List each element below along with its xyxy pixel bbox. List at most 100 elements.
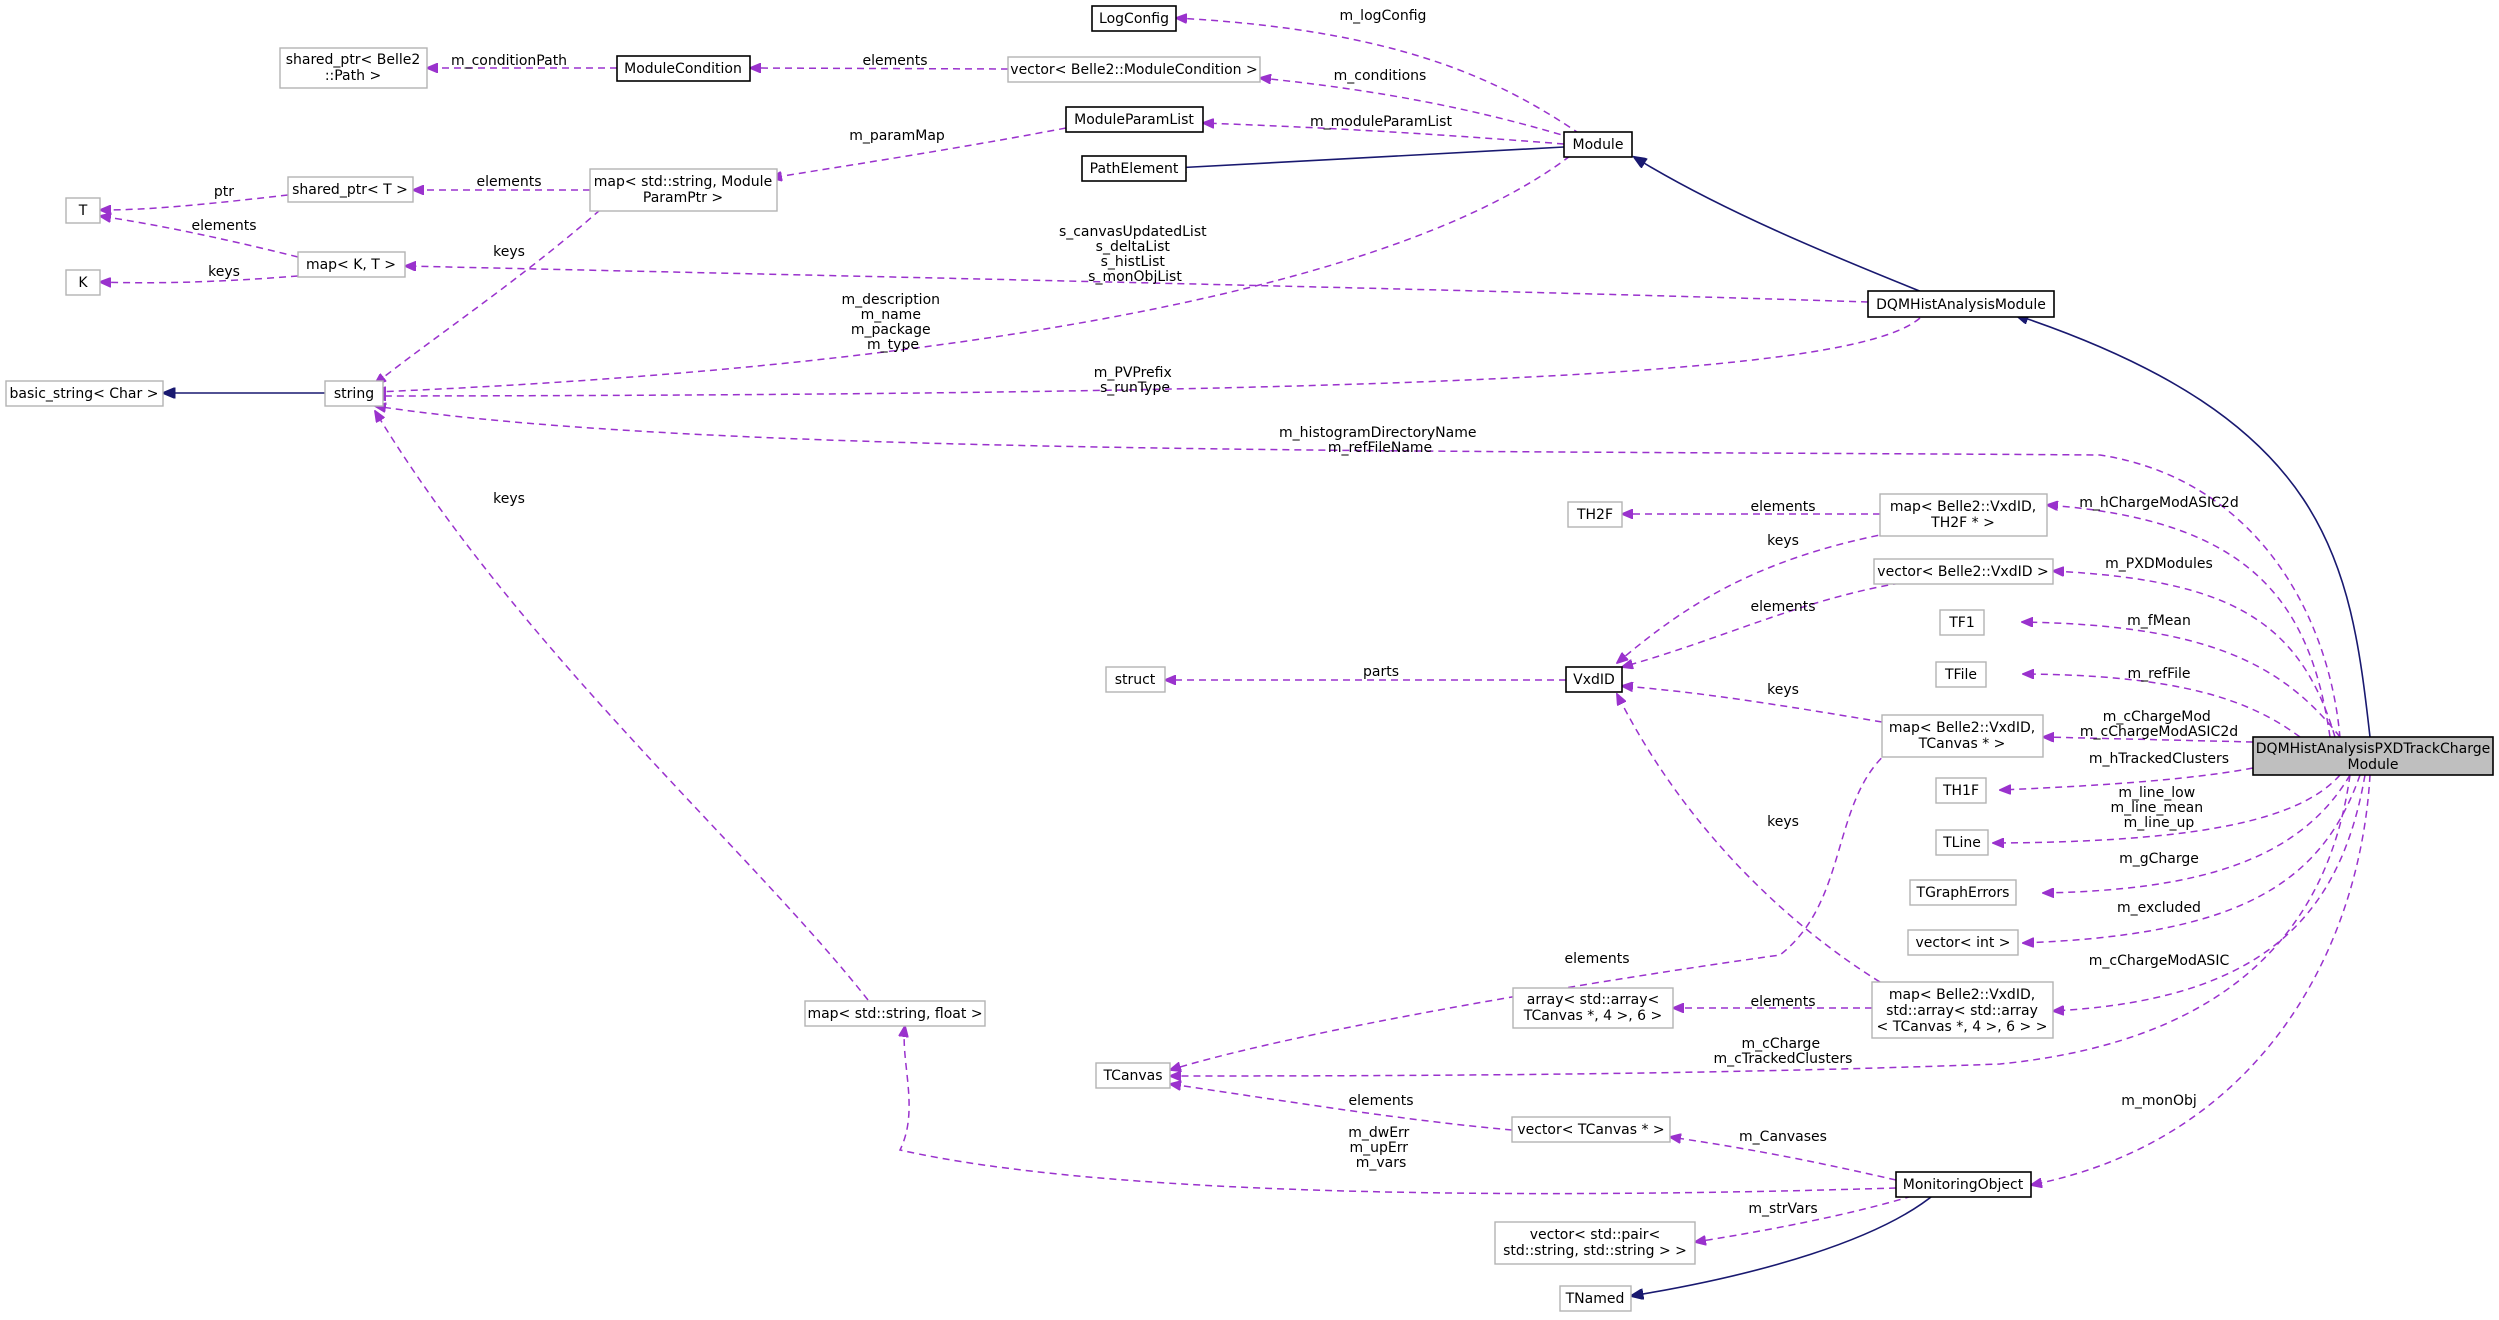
inherit-edge-monobj-tnamed [1631, 1192, 1937, 1296]
node-dqmhistanalysismodule[interactable]: DQMHistAnalysisModule [1867, 290, 2055, 318]
node-tline[interactable]: TLine [1935, 829, 1989, 856]
label-m-moduleparamlist: m_moduleParamList [1310, 114, 1452, 130]
node-module[interactable]: Module [1563, 131, 1633, 158]
label-m-reffile: m_refFile [2127, 666, 2190, 682]
svg-text:TH2F: TH2F [1576, 507, 1613, 523]
label-keys-mapth2f: keys [1767, 533, 1799, 549]
svg-text:TH1F: TH1F [1942, 783, 1979, 799]
node-map-string-float[interactable]: map< std::string, float > [804, 1000, 986, 1027]
label-m-errs: m_dwErr m_upErr m_vars [1348, 1125, 1414, 1171]
label-m-hchargemodasic2d: m_hChargeModASIC2d [2079, 495, 2238, 511]
edge-main-vectorvxd [2053, 571, 2336, 738]
edge-main-vectorint [2023, 774, 2361, 943]
node-array-tcanvas[interactable]: array< std::array<TCanvas *, 4 >, 6 > [1512, 987, 1674, 1029]
label-parts: parts [1363, 664, 1399, 680]
svg-text:VxdID: VxdID [1573, 672, 1615, 688]
label-module-strings: m_description m_name m_package m_type [842, 292, 945, 353]
label-m-parammap: m_paramMap [849, 128, 945, 144]
edge-mapkt-t [100, 216, 299, 258]
node-vector-int[interactable]: vector< int > [1907, 929, 2019, 956]
label-elements-vecvxd: elements [1750, 599, 1815, 615]
node-tf1[interactable]: TF1 [1939, 609, 1985, 636]
node-vxdid[interactable]: VxdID [1565, 666, 1623, 693]
node-k[interactable]: K [65, 269, 101, 296]
edge-mapth2f-vxdid [1617, 532, 1891, 663]
svg-text:string: string [334, 386, 374, 402]
svg-text:TF1: TF1 [1948, 615, 1975, 631]
edge-moduleparamlist-mapparam [771, 127, 1067, 178]
node-t[interactable]: T [65, 197, 101, 224]
edge-main-tgraph [2043, 774, 2351, 893]
node-shared-ptr-t[interactable]: shared_ptr< T > [287, 176, 414, 203]
svg-text:ModuleParamList: ModuleParamList [1074, 112, 1194, 128]
label-m-monobj: m_monObj [2121, 1093, 2197, 1109]
node-map-vxdid-th2f[interactable]: map< Belle2::VxdID,TH2F * > [1879, 493, 2048, 537]
edge-monobj-vectortc [1670, 1137, 1897, 1181]
node-logconfig[interactable]: LogConfig [1091, 5, 1177, 32]
edge-dqmhist-string [375, 317, 1921, 396]
node-map-k-t[interactable]: map< K, T > [297, 251, 406, 278]
edge-main-tcanvas [1170, 774, 2351, 1076]
node-shared-ptr-path[interactable]: shared_ptr< Belle2::Path > [279, 47, 428, 89]
svg-text:basic_string< Char >: basic_string< Char > [10, 386, 159, 402]
label-elements-vectc: elements [1348, 1093, 1413, 1109]
label-m-pxdmodules: m_PXDModules [2105, 556, 2213, 572]
node-string[interactable]: string [324, 380, 384, 407]
label-m-logconfig: m_logConfig [1340, 8, 1427, 24]
label-m-ccharge: m_cCharge m_cTrackedClusters [1714, 1036, 1853, 1067]
svg-text:map< std::string, float >: map< std::string, float > [807, 1006, 982, 1022]
edge-maptc-tcanvas [1170, 749, 1891, 1070]
node-modulecondition[interactable]: ModuleCondition [616, 55, 751, 82]
svg-text:DQMHistAnalysisModule: DQMHistAnalysisModule [1876, 297, 2046, 313]
node-vector-modulecondition[interactable]: vector< Belle2::ModuleCondition > [1007, 56, 1261, 83]
label-elements-mapkt: elements [191, 218, 256, 234]
node-map-vxdid-array[interactable]: map< Belle2::VxdID,std::array< std::arra… [1871, 981, 2054, 1039]
edge-module-vectormodcond [1260, 78, 1573, 139]
label-m-strvars: m_strVars [1748, 1201, 1817, 1217]
node-th1f[interactable]: TH1F [1935, 777, 1987, 804]
node-moduleparamlist[interactable]: ModuleParamList [1065, 106, 1204, 133]
label-m-cchargemodasic: m_cChargeModASIC [2089, 953, 2230, 969]
svg-text:Module: Module [1573, 137, 1624, 153]
inherit-edge-main-dqmhist [2016, 315, 2371, 738]
edge-main-th1f [2000, 767, 2254, 790]
label-elements-modcond: elements [862, 53, 927, 69]
label-m-conditions: m_conditions [1334, 68, 1427, 84]
node-th2f[interactable]: TH2F [1567, 501, 1623, 528]
node-tgrapherrors[interactable]: TGraphErrors [1909, 879, 2017, 906]
node-basic-string[interactable]: basic_string< Char > [5, 380, 164, 407]
edge-module-moduleparamlist [1203, 123, 1565, 145]
svg-text:vector< std::pair<std::string,: vector< std::pair<std::string, std::stri… [1503, 1227, 1687, 1259]
svg-text:map< K, T >: map< K, T > [306, 257, 396, 273]
node-pathelement[interactable]: PathElement [1081, 155, 1187, 182]
svg-text:struct: struct [1115, 672, 1156, 688]
edge-dqmhist-mapkt [405, 266, 1869, 303]
label-m-htracked: m_hTrackedClusters [2089, 751, 2229, 767]
label-m-excluded: m_excluded [2117, 900, 2201, 916]
edge-main-tf1 [2022, 622, 2341, 738]
node-vector-tcanvas[interactable]: vector< TCanvas * > [1511, 1116, 1671, 1143]
node-struct[interactable]: struct [1105, 666, 1166, 693]
node-monitoringobject[interactable]: MonitoringObject [1895, 1171, 2032, 1198]
node-tnamed[interactable]: TNamed [1559, 1285, 1632, 1312]
node-map-vxdid-tcanvas[interactable]: map< Belle2::VxdID,TCanvas * > [1881, 714, 2044, 758]
label-keys-mapsf: keys [493, 491, 525, 507]
svg-text:array< std::array<TCanvas *, 4: array< std::array<TCanvas *, 4 >, 6 > [1523, 992, 1663, 1024]
edge-mapparam-string [375, 209, 601, 384]
label-m-cchargemod: m_cChargeMod m_cChargeModASIC2d [2080, 709, 2238, 740]
node-tcanvas[interactable]: TCanvas [1095, 1062, 1171, 1089]
edge-mapkt-k [100, 275, 299, 283]
svg-text:MonitoringObject: MonitoringObject [1903, 1177, 2024, 1193]
label-elements-maparr: elements [1750, 994, 1815, 1010]
edge-main-monobj [2031, 774, 2371, 1185]
node-vector-vxdid[interactable]: vector< Belle2::VxdID > [1873, 558, 2054, 585]
svg-text:TFile: TFile [1944, 667, 1977, 683]
node-tfile[interactable]: TFile [1935, 661, 1987, 688]
inherit-edge-pathelement-module [1174, 146, 1565, 168]
node-vector-pair[interactable]: vector< std::pair<std::string, std::stri… [1494, 1221, 1696, 1265]
edge-maptc-vxdid [1622, 686, 1883, 723]
edge-vectortc-tcanvas [1170, 1084, 1513, 1131]
